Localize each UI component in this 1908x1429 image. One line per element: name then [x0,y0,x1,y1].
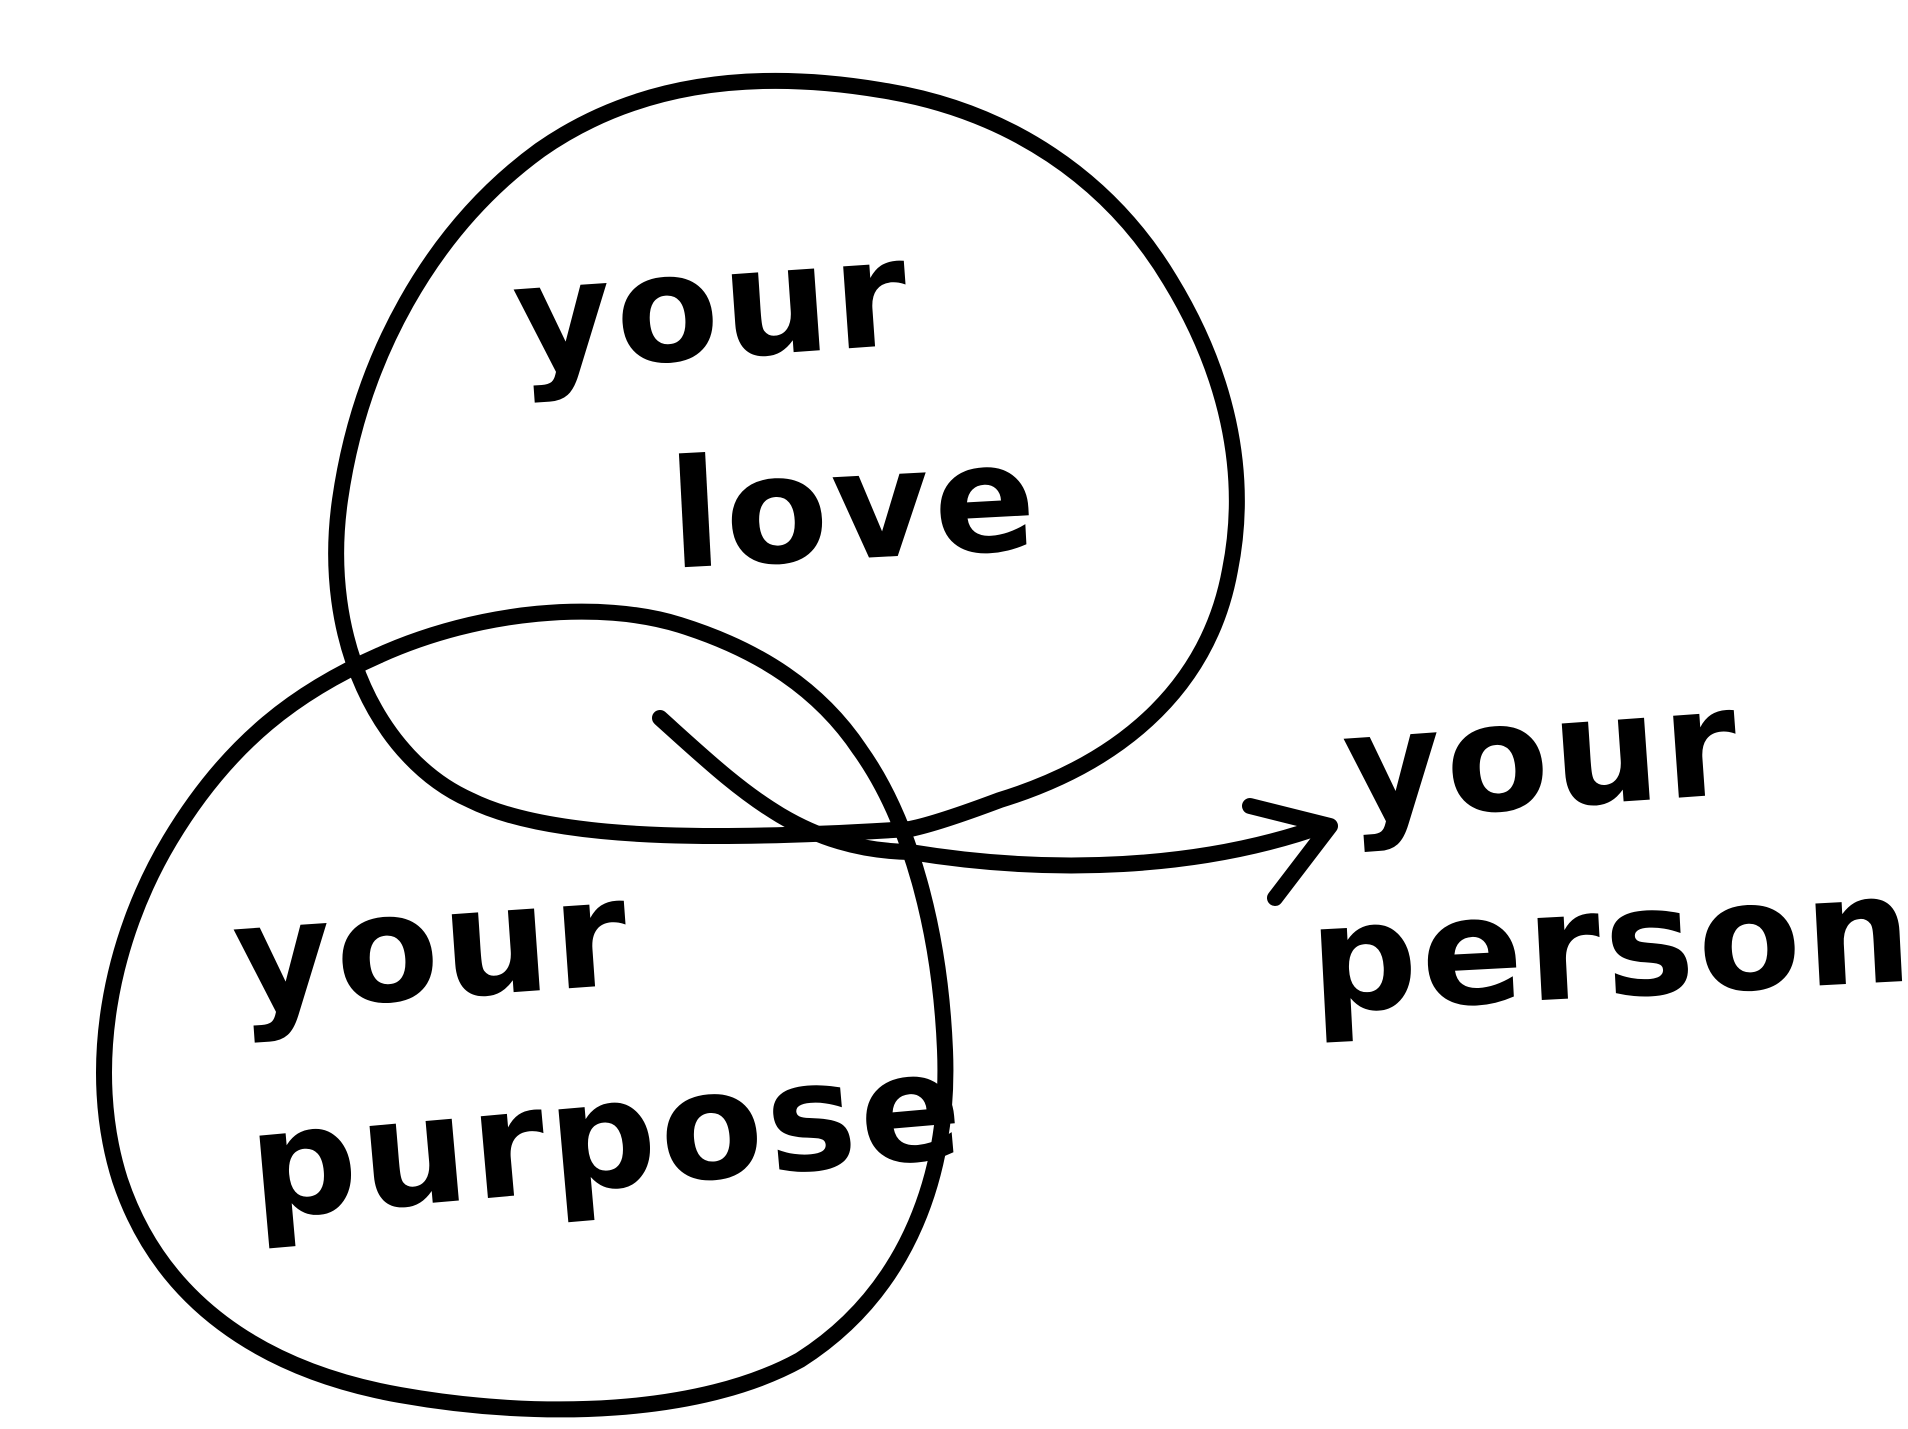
purpose-circle [96,603,954,1418]
person-label-line1: your [1338,655,1747,856]
love-label-line2: love [665,411,1044,604]
love-circle [328,72,1245,845]
arrow-line [652,710,1333,874]
love-label-line1: your [508,206,917,407]
person-label-line2: person [1305,842,1908,1047]
arrowhead [1242,798,1338,906]
purpose-label-line1: your [228,846,637,1047]
purpose-label-line2: purpose [242,1018,972,1254]
